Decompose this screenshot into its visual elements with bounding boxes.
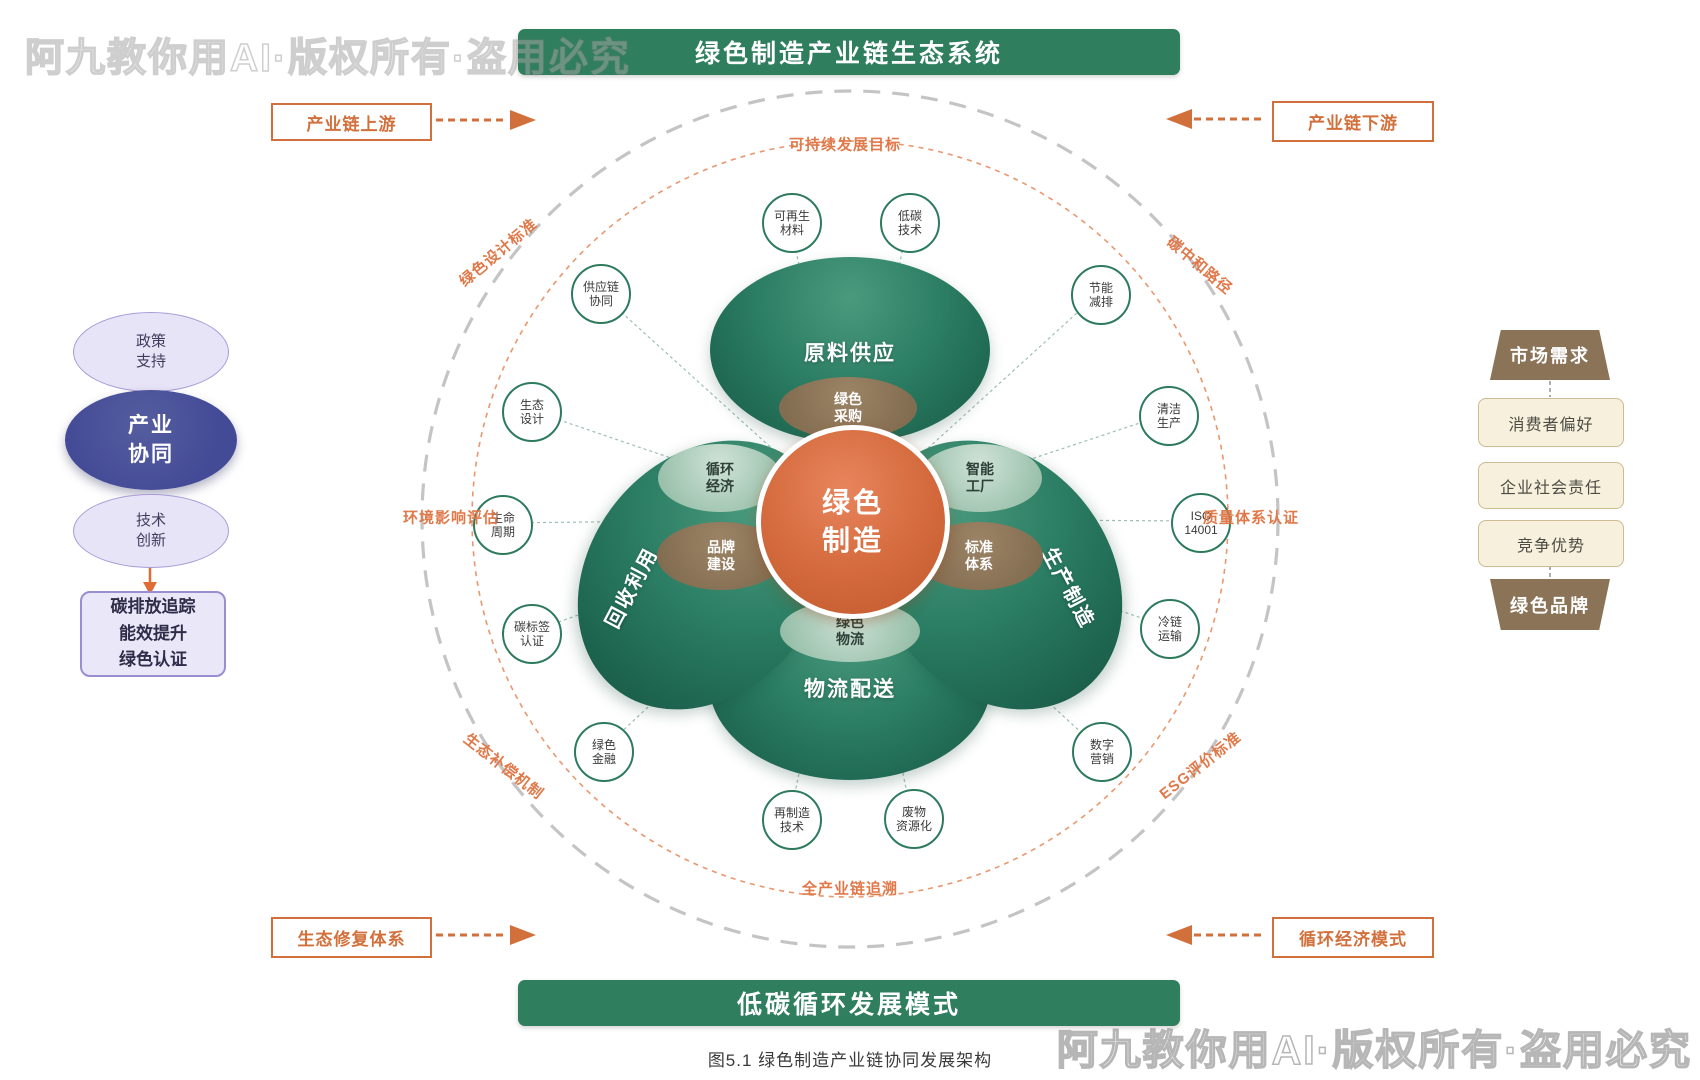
right-item-competitive-advantage: 竞争优势 bbox=[1478, 520, 1624, 567]
left-node-policy-support: 政策 支持 bbox=[73, 312, 229, 392]
right-item-consumer-preference: 消费者偏好 bbox=[1478, 398, 1624, 447]
petal-label-raw-material: 原料供应 bbox=[804, 342, 896, 365]
link-eco-restoration: 生态修复体系 bbox=[271, 917, 432, 958]
header-banner: 绿色制造产业链生态系统 bbox=[518, 29, 1180, 75]
right-node-market-demand: 市场需求 bbox=[1490, 330, 1610, 380]
satellite-energy-saving: 节能减排 bbox=[1071, 265, 1131, 325]
satellite-carbon-label: 碳标签认证 bbox=[502, 604, 562, 664]
satellite-low-carbon-tech: 低碳技术 bbox=[880, 193, 940, 253]
satellite-waste-recycling: 废物资源化 bbox=[884, 789, 944, 849]
watermark-bottom: 阿九教你用AI·版权所有·盗用必究 bbox=[1056, 1026, 1692, 1074]
satellite-life-cycle: 生命周期 bbox=[473, 495, 533, 555]
watermark-top: 阿九教你用AI·版权所有·盗用必究 bbox=[24, 36, 631, 81]
satellite-green-finance: 绿色金融 bbox=[574, 722, 634, 782]
left-flow-arrow bbox=[143, 566, 157, 595]
figure-caption: 图5.1 绿色制造产业链协同发展架构 bbox=[707, 1051, 993, 1070]
center-green-manufacturing: 绿色 制造 bbox=[756, 425, 950, 619]
ring-label-environmental-impact: 环境影响评估 bbox=[402, 509, 500, 527]
link-downstream-chain: 产业链下游 bbox=[1272, 101, 1434, 142]
satellite-cold-chain: 冷链运输 bbox=[1140, 599, 1200, 659]
corner-arrow-lines bbox=[436, 117, 1266, 937]
satellite-remanufacturing: 再制造技术 bbox=[762, 790, 822, 850]
satellite-renewable-materials: 可再生材料 bbox=[762, 193, 822, 253]
ring-label-quality-system: 质量体系认证 bbox=[1202, 509, 1300, 527]
left-node-industry-synergy: 产业 协同 bbox=[65, 390, 237, 490]
corner-arrow-heads bbox=[510, 109, 1192, 945]
petal-label-logistics: 物流配送 bbox=[804, 678, 896, 701]
satellite-clean-production: 清洁生产 bbox=[1139, 386, 1199, 446]
ellipse-circular-economy: 循环 经济 bbox=[658, 444, 782, 512]
footer-banner: 低碳循环发展模式 bbox=[518, 980, 1180, 1026]
ring-label-full-chain-traceability: 全产业链追溯 bbox=[801, 880, 899, 898]
satellite-eco-design: 生态设计 bbox=[502, 382, 562, 442]
left-result-box: 碳排放追踪 能效提升 绿色认证 bbox=[80, 591, 226, 677]
right-item-csr: 企业社会责任 bbox=[1478, 462, 1624, 509]
outer-dashed-ring bbox=[420, 89, 1280, 949]
link-upstream-chain: 产业链上游 bbox=[271, 103, 432, 141]
satellite-digital-marketing: 数字营销 bbox=[1072, 722, 1132, 782]
ring-label-sustainable-goals: 可持续发展目标 bbox=[788, 136, 902, 154]
link-circular-economy-mode: 循环经济模式 bbox=[1272, 917, 1434, 958]
left-node-tech-innovation: 技术 创新 bbox=[73, 494, 229, 568]
right-node-green-brand: 绿色品牌 bbox=[1490, 579, 1610, 630]
satellite-supply-chain-synergy: 供应链协同 bbox=[571, 264, 631, 324]
